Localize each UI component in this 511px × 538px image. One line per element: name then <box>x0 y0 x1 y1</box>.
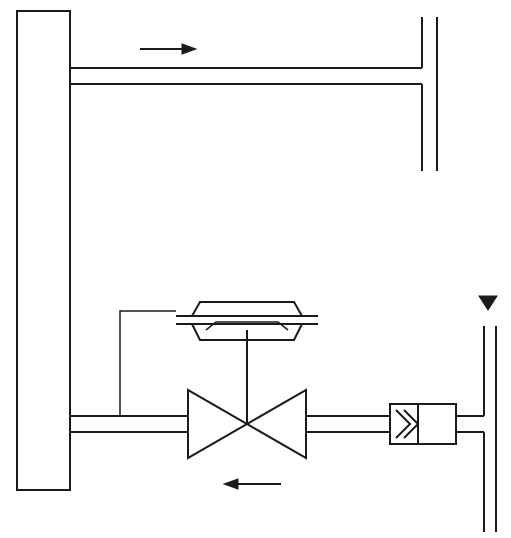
top-right-vertical-pipe <box>421 17 438 171</box>
impulse-line <box>119 310 176 416</box>
bottom-flow-arrow <box>222 478 281 490</box>
bottom-pipe-left-segment <box>70 415 188 433</box>
right-vertical-pipe <box>483 326 497 532</box>
bottom-pipe-middle-segment <box>306 415 390 433</box>
top-horizontal-pipe <box>70 67 422 85</box>
level-marker-icon <box>478 295 498 311</box>
diaphragm-actuator <box>176 301 318 341</box>
top-flow-arrow <box>140 43 198 55</box>
main-column <box>16 10 71 491</box>
check-valve <box>389 403 457 445</box>
bottom-pipe-right-segment <box>456 415 484 433</box>
control-valve <box>187 388 307 460</box>
